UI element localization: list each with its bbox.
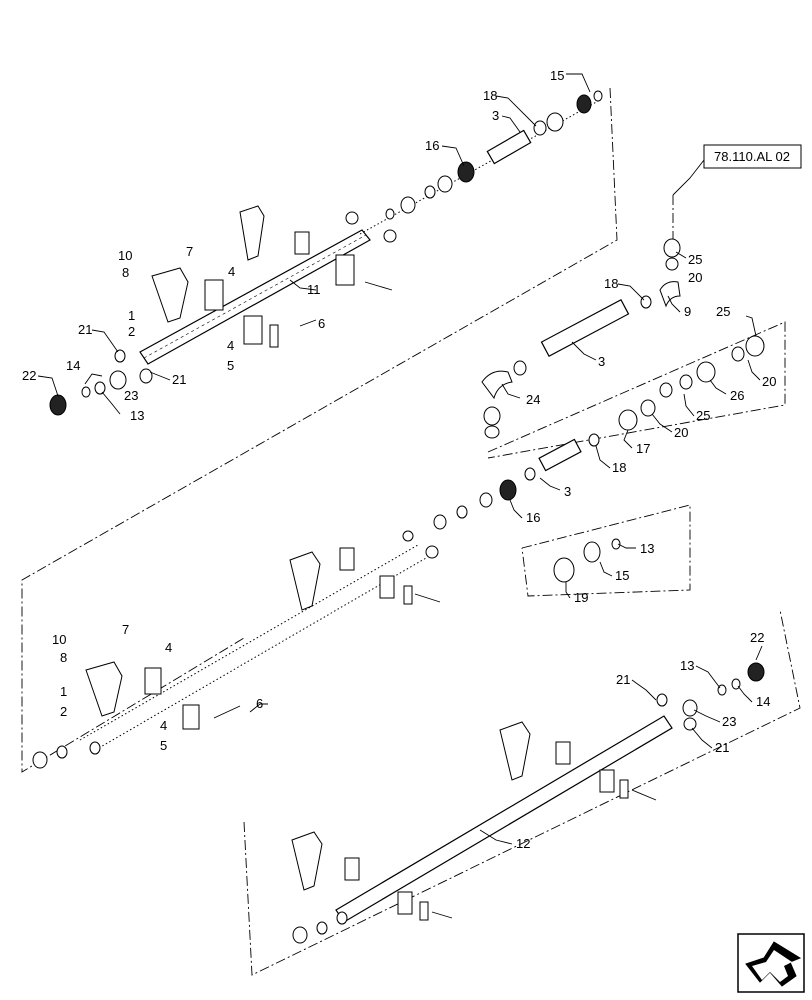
callout-2: 2 — [60, 704, 67, 719]
callout-20: 20 — [674, 425, 688, 440]
callout-18: 18 — [483, 88, 497, 103]
group-outlines — [21, 87, 801, 976]
callout-5: 5 — [227, 358, 234, 373]
callout-24: 24 — [526, 392, 540, 407]
callout-13: 13 — [640, 541, 654, 556]
callout-1: 1 — [60, 684, 67, 699]
callout-8: 8 — [122, 265, 129, 280]
callout-14: 14 — [756, 694, 770, 709]
callout-3: 3 — [564, 484, 571, 499]
reference-box-label: 78.110.AL 02 — [714, 149, 790, 164]
callout-21: 21 — [78, 322, 92, 337]
callout-20: 20 — [762, 374, 776, 389]
callout-10: 10 — [52, 632, 66, 647]
callout-12: 12 — [516, 836, 530, 851]
callout-4: 4 — [160, 718, 167, 733]
callout-16: 16 — [425, 138, 439, 153]
callout-1: 1 — [128, 308, 135, 323]
callout-25: 25 — [696, 408, 710, 423]
callout-6: 6 — [256, 696, 263, 711]
pipe-12 — [291, 662, 765, 944]
callout-15: 15 — [615, 568, 629, 583]
pipe-11 — [139, 229, 371, 365]
callout-21: 21 — [172, 372, 186, 387]
callout-13: 13 — [130, 408, 144, 423]
callout-16: 16 — [526, 510, 540, 525]
leaders — [37, 73, 763, 845]
callout-21: 21 — [616, 672, 630, 687]
callout-9: 9 — [684, 304, 691, 319]
callout-3: 3 — [492, 108, 499, 123]
callout-8: 8 — [60, 650, 67, 665]
callout-2: 2 — [128, 324, 135, 339]
callout-7: 7 — [186, 244, 193, 259]
callout-3: 3 — [598, 354, 605, 369]
bent-arrow-icon[interactable] — [737, 933, 805, 993]
callout-19: 19 — [574, 590, 588, 605]
callout-13: 13 — [680, 658, 694, 673]
callout-25: 25 — [688, 252, 702, 267]
top-clamps — [49, 205, 393, 416]
callout-14: 14 — [66, 358, 80, 373]
callout-6: 6 — [318, 316, 325, 331]
callout-20: 20 — [688, 270, 702, 285]
callout-22: 22 — [22, 368, 36, 383]
elbow-pipe-group — [402, 238, 765, 583]
callout-10: 10 — [118, 248, 132, 263]
callout-17: 17 — [636, 441, 650, 456]
callout-4: 4 — [228, 264, 235, 279]
callout-15: 15 — [550, 68, 564, 83]
callout-25: 25 — [716, 304, 730, 319]
middle-tube — [32, 544, 441, 769]
callouts: 15 18 3 16 10 7 8 4 11 1 2 6 4 5 21 22 1… — [22, 68, 776, 851]
callout-18: 18 — [612, 460, 626, 475]
callout-23: 23 — [124, 388, 138, 403]
callout-7: 7 — [122, 622, 129, 637]
callout-21: 21 — [715, 740, 729, 755]
callout-4: 4 — [227, 338, 234, 353]
callout-4: 4 — [165, 640, 172, 655]
callout-26: 26 — [730, 388, 744, 403]
callout-23: 23 — [722, 714, 736, 729]
callout-5: 5 — [160, 738, 167, 753]
callout-18: 18 — [604, 276, 618, 291]
top-fitting-chain — [345, 90, 603, 243]
reference-box[interactable]: 78.110.AL 02 — [672, 144, 802, 196]
callout-22: 22 — [750, 630, 764, 645]
